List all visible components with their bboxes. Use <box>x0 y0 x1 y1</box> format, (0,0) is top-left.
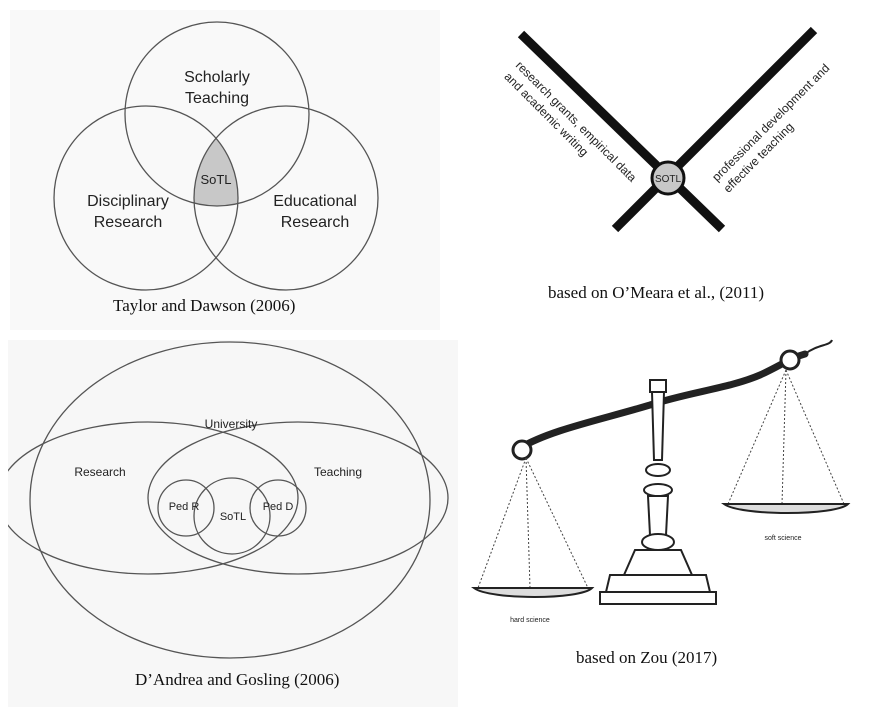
venn-diagram-taylor-dawson: Scholarly Teaching Disciplinary Research… <box>10 10 440 330</box>
label-disciplinary: Disciplinary <box>87 193 169 210</box>
nested-diagram-dandrea-gosling: University Research Teaching Ped R SoTL … <box>8 340 458 707</box>
university-ellipse <box>29 341 431 659</box>
label-left-arm-line1: research grants, empirical data <box>513 58 640 185</box>
ped-d-circle <box>249 479 307 537</box>
beam-curl <box>804 339 833 355</box>
label-research: Research <box>74 465 125 479</box>
label-research-left: Research <box>94 214 162 231</box>
nested-diagram-svg: University Research Teaching Ped R SoTL … <box>8 341 449 659</box>
label-research-right: Research <box>281 214 349 231</box>
right-beam-end <box>779 349 801 371</box>
scale-beam <box>516 350 809 452</box>
left-beam-end <box>511 439 533 461</box>
right-pan-strings <box>727 369 845 505</box>
caption-zou: based on Zou (2017) <box>576 648 718 667</box>
circle-scholarly-teaching <box>124 21 310 207</box>
label-ped-r: Ped R <box>169 501 200 513</box>
label-sotl: SoTL <box>200 172 231 187</box>
caption-taylor-dawson: Taylor and Dawson (2006) <box>113 296 296 315</box>
venn-svg: Scholarly Teaching Disciplinary Research… <box>53 21 379 291</box>
label-educational: Educational <box>273 193 357 210</box>
label-soft-science: soft science <box>765 535 802 542</box>
v-diagram-omeara: SOTL research grants, empirical data and… <box>455 0 869 330</box>
v-diagram-svg: SOTL research grants, empirical data and… <box>502 26 832 233</box>
label-teaching: Teaching <box>185 90 249 107</box>
label-ped-d: Ped D <box>263 501 294 513</box>
scale-pillar <box>599 379 717 605</box>
right-arm-line <box>611 26 818 233</box>
research-ellipse <box>8 421 299 575</box>
label-sotl-center: SoTL <box>220 511 246 523</box>
circle-educational-research <box>193 105 379 291</box>
teaching-ellipse <box>147 421 449 575</box>
scale-illustration-zou: hard science soft science based on Zou (… <box>460 330 869 707</box>
label-teaching: Teaching <box>314 465 362 479</box>
label-scholarly: Scholarly <box>184 69 250 86</box>
left-arm-line <box>517 30 726 233</box>
sotl-node <box>650 160 686 196</box>
label-university: University <box>205 417 258 431</box>
label-hard-science: hard science <box>510 617 550 624</box>
sotl-circle <box>193 477 271 555</box>
circle-disciplinary-research <box>53 105 239 291</box>
label-sotl-node: SOTL <box>655 174 682 185</box>
caption-omeara: based on O’Meara et al., (2011) <box>548 283 765 302</box>
left-pan <box>470 587 595 598</box>
scale-svg: hard science soft science <box>470 339 851 624</box>
left-pan-strings <box>477 457 589 589</box>
right-pan <box>720 503 851 514</box>
ped-r-circle <box>157 479 215 537</box>
caption-dandrea-gosling: D’Andrea and Gosling (2006) <box>135 670 340 689</box>
